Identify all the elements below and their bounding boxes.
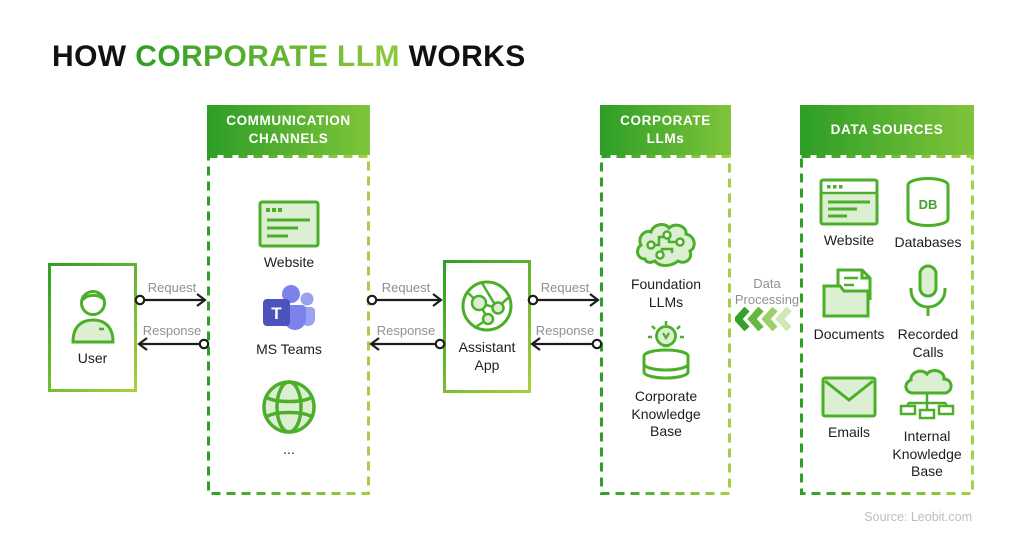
request-label-3: Request	[540, 280, 590, 295]
request-arrow-3	[527, 293, 600, 307]
channel-other: ...	[247, 379, 331, 459]
microphone-icon	[909, 264, 947, 316]
chevron-2	[747, 307, 764, 331]
ms-teams-icon: T	[263, 285, 315, 330]
corporate-knowledge-base: Corporate Knowledge Base	[617, 320, 715, 441]
channel-website: Website	[247, 200, 331, 272]
chevron-3	[761, 307, 778, 331]
response-label-2: Response	[376, 323, 436, 338]
channel-website-label: Website	[263, 254, 315, 270]
documents-icon	[822, 268, 872, 318]
knowledge-base-icon	[642, 321, 690, 380]
request-arrow-1	[134, 293, 207, 307]
user-label: User	[77, 349, 108, 366]
data-sources-header: DATA SOURCES	[800, 105, 974, 155]
user-node: User	[48, 263, 137, 392]
source-recorded-calls: Recorded Calls	[888, 264, 968, 361]
user-icon	[70, 289, 115, 344]
source-website: Website	[807, 178, 891, 250]
title-post: WORKS	[408, 40, 526, 73]
assistant-app-label: Assistant App	[458, 339, 516, 373]
response-arrow-2	[369, 337, 446, 351]
communication-channels-header: COMMUNICATION CHANNELS	[207, 105, 370, 155]
data-processing-chevrons	[735, 307, 792, 331]
cloud-network-icon	[899, 369, 955, 420]
source-credit: Source: Leobit.com	[864, 510, 972, 524]
source-documents: Documents	[807, 264, 891, 344]
response-label-3: Response	[535, 323, 595, 338]
channel-ms-teams: T MS Teams	[247, 283, 331, 359]
source-documents-label: Documents	[813, 326, 885, 342]
source-emails: Emails	[807, 376, 891, 442]
request-label-1: Request	[147, 280, 197, 295]
db-letters: DB	[919, 197, 938, 212]
teams-letter: T	[271, 304, 282, 323]
foundation-llms-label: Foundation LLMs	[630, 276, 702, 310]
title-pre: HOW	[52, 40, 127, 73]
globe-icon	[262, 380, 316, 434]
title-highlight: CORPORATE LLM	[135, 40, 400, 73]
source-internal-knowledge-base: Internal Knowledge Base	[886, 366, 968, 481]
request-arrow-2	[366, 293, 443, 307]
chevron-4	[775, 307, 792, 331]
channel-other-label: ...	[283, 441, 295, 457]
source-databases: DB Databases	[888, 176, 968, 252]
source-website-label: Website	[823, 232, 875, 248]
channel-ms-teams-label: MS Teams	[256, 341, 322, 357]
foundation-llms: Foundation LLMs	[617, 218, 715, 311]
corporate-llms-dashed-box	[600, 155, 731, 495]
response-arrow-1	[137, 337, 210, 351]
response-arrow-3	[530, 337, 603, 351]
assistant-app-node: Assistant App	[443, 260, 531, 393]
communication-channels-dashed-box	[207, 155, 370, 495]
envelope-icon	[821, 376, 877, 418]
browser-icon	[819, 178, 879, 226]
ai-brain-icon	[636, 223, 696, 267]
corporate-knowledge-base-label: Corporate Knowledge Base	[631, 388, 701, 439]
request-label-2: Request	[381, 280, 431, 295]
source-emails-label: Emails	[827, 424, 870, 440]
data-processing-label: Data Processing	[734, 276, 800, 307]
browser-icon	[258, 200, 320, 248]
assistant-network-icon	[461, 280, 513, 332]
source-internal-knowledge-base-label: Internal Knowledge Base	[892, 428, 962, 479]
source-databases-label: Databases	[894, 234, 962, 250]
chevron-1	[735, 307, 750, 331]
corporate-llms-header: CORPORATE LLMs	[600, 105, 731, 155]
data-sources-dashed-box	[800, 155, 974, 495]
database-icon: DB	[906, 177, 950, 227]
response-label-1: Response	[142, 323, 202, 338]
source-recorded-calls-label: Recorded Calls	[897, 326, 959, 360]
page-title: HOW CORPORATE LLM WORKS	[52, 40, 526, 74]
